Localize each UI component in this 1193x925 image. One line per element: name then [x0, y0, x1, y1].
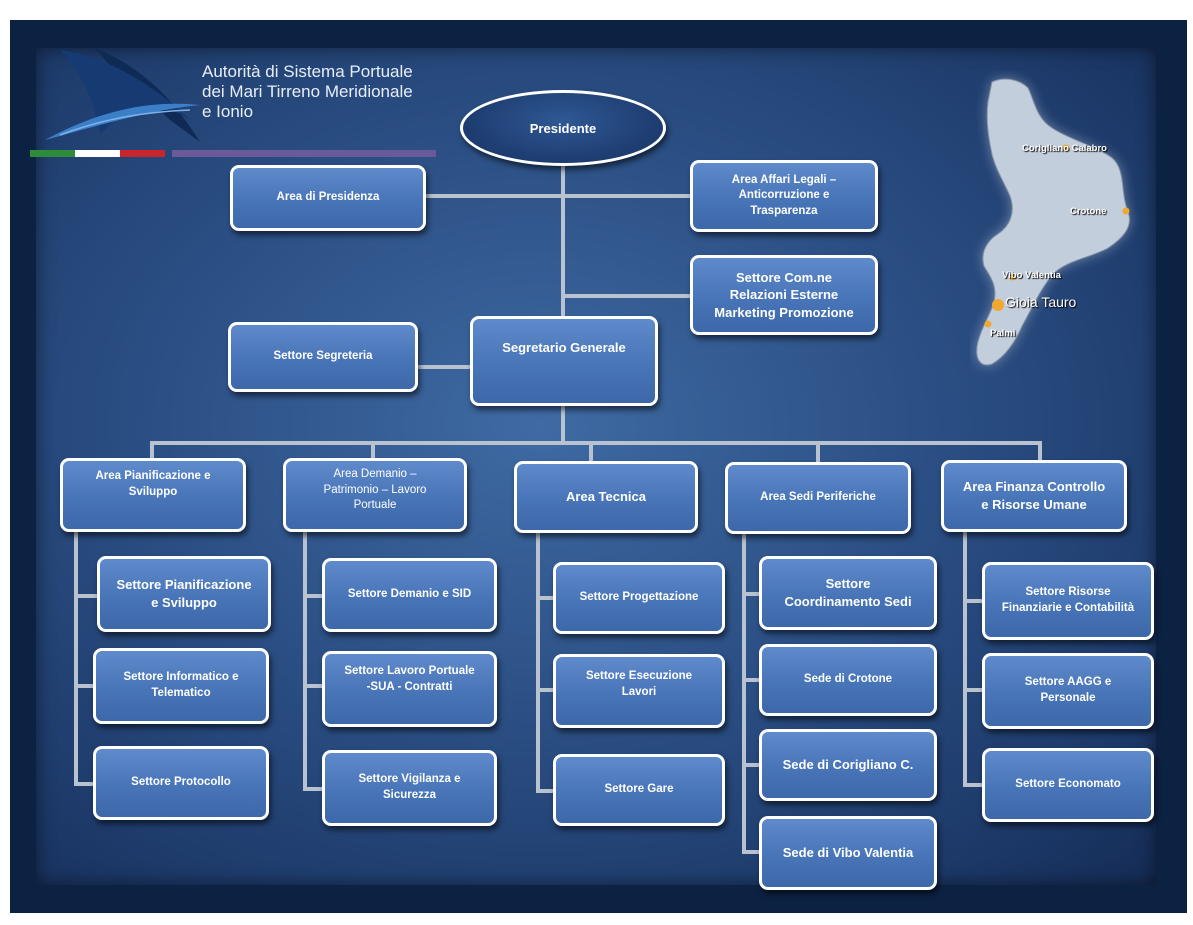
port-label-palmi: Palmi	[990, 328, 1016, 339]
node-area-pianificazione-line-2: Sviluppo	[128, 485, 178, 498]
port-marker-palmi	[984, 320, 992, 328]
port-marker-vibo	[1009, 273, 1017, 281]
node-sede-corigliano: Sede di Corigliano C.	[759, 729, 937, 801]
node-settore-pianificazione: Settore Pianificazione e Sviluppo	[97, 556, 271, 632]
port-marker-gioia-tauro	[992, 299, 1004, 311]
organization-name-line-1: Autorità di Sistema Portuale	[202, 62, 413, 81]
node-sede-corigliano-label: Sede di Corigliano C.	[782, 757, 914, 773]
node-area-pianificazione: Area Pianificazione e Sviluppo	[60, 458, 246, 532]
flag-stripe-red	[120, 150, 165, 157]
node-settore-demanio: Settore Demanio e SID	[322, 558, 497, 632]
node-area-demanio-line-2: Patrimonio – Lavoro	[323, 483, 427, 496]
node-settore-esecuzione-lavori-line-1: Settore Esecuzione	[585, 670, 693, 682]
organization-name-line-3: e Ionio	[202, 102, 254, 121]
node-area-demanio-line-3: Portuale	[353, 499, 397, 512]
node-settore-vigilanza-line-1: Settore Vigilanza e	[358, 773, 461, 786]
node-area-affari-legali-line-3: Trasparenza	[750, 204, 818, 217]
node-settore-segreteria: Settore Segreteria	[228, 322, 418, 392]
node-settore-esecuzione-lavori: Settore Esecuzione Lavori	[553, 654, 725, 728]
node-settore-gare: Settore Gare	[553, 754, 725, 826]
flag-stripe-white	[75, 150, 120, 157]
node-settore-comunicazione-line-1: Settore Com.ne	[735, 269, 833, 285]
node-settore-aagg-line-2: Personale	[1040, 692, 1096, 704]
node-area-pianificazione-line-1: Area Pianificazione e	[95, 470, 211, 482]
port-label-crotone: Crotone	[1070, 206, 1107, 217]
node-segretario-generale: Segretario Generale	[470, 316, 658, 406]
port-marker-corigliano	[1062, 144, 1070, 152]
node-settore-progettazione: Settore Progettazione	[553, 562, 725, 634]
node-settore-pianificazione-line-2: e Sviluppo	[151, 595, 217, 610]
sail-logo-icon	[45, 48, 200, 142]
node-settore-aagg: Settore AAGG e Personale	[982, 653, 1154, 729]
node-settore-vigilanza-line-2: Sicurezza	[382, 789, 437, 801]
node-settore-risorse-finanziarie-line-1: Settore Risorse	[1025, 586, 1111, 599]
node-settore-aagg-line-1: Settore AAGG e	[1024, 676, 1112, 689]
node-area-sedi-periferiche-label: Area Sedi Periferiche	[760, 491, 876, 504]
node-sede-vibo-valentia-label: Sede di Vibo Valentia	[782, 845, 914, 861]
node-area-affari-legali-line-2: Anticorruzione e	[738, 189, 830, 202]
node-settore-comunicazione-line-2: Relazioni Esterne	[729, 287, 839, 303]
node-presidente: Presidente	[460, 90, 666, 166]
node-settore-informatico-line-2: Telematico	[151, 687, 211, 699]
node-sede-crotone-label: Sede di Crotone	[803, 673, 893, 686]
calabria-map	[976, 78, 1130, 366]
node-settore-lavoro-portuale-line-1: Settore Lavoro Portuale	[344, 665, 475, 677]
node-presidente-label: Presidente	[529, 120, 597, 136]
node-settore-protocollo-label: Settore Protocollo	[131, 776, 231, 789]
calabria-region-shape	[976, 78, 1130, 366]
node-settore-economato: Settore Economato	[982, 748, 1154, 822]
node-settore-lavoro-portuale: Settore Lavoro Portuale -SUA - Contratti	[322, 651, 497, 727]
node-segretario-generale-label: Segretario Generale	[502, 340, 626, 355]
node-settore-risorse-finanziarie: Settore Risorse Finanziarie e Contabilit…	[982, 562, 1154, 640]
accent-bar	[172, 150, 436, 157]
node-settore-esecuzione-lavori-line-2: Lavori	[621, 685, 657, 698]
node-area-affari-legali: Area Affari Legali – Anticorruzione e Tr…	[690, 160, 878, 232]
node-settore-protocollo: Settore Protocollo	[93, 746, 269, 820]
node-area-demanio-line-1: Area Demanio –	[333, 468, 417, 480]
node-area-tecnica: Area Tecnica	[514, 461, 698, 533]
node-settore-informatico: Settore Informatico e Telematico	[93, 648, 269, 724]
node-sede-vibo-valentia: Sede di Vibo Valentia	[759, 816, 937, 890]
port-marker-crotone	[1122, 207, 1130, 215]
organization-name: Autorità di Sistema Portuale dei Mari Ti…	[202, 62, 413, 122]
node-area-finanza-line-1: Area Finanza Controllo	[962, 479, 1106, 495]
node-settore-comunicazione-line-3: Marketing Promozione	[714, 304, 854, 320]
node-settore-coordinamento-sedi: Settore Coordinamento Sedi	[759, 556, 937, 630]
node-settore-coordinamento-sedi-line-2: Coordinamento Sedi	[784, 594, 912, 609]
node-settore-demanio-label: Settore Demanio e SID	[347, 588, 472, 601]
node-area-presidenza-label: Area di Presidenza	[276, 191, 380, 204]
node-settore-pianificazione-line-1: Settore Pianificazione	[116, 577, 252, 593]
node-settore-coordinamento-sedi-line-1: Settore	[825, 576, 871, 592]
node-settore-comunicazione: Settore Com.ne Relazioni Esterne Marketi…	[690, 255, 878, 335]
port-label-gioia-tauro: Gioia Tauro	[1005, 294, 1077, 310]
port-label-corigliano: Corigliano Calabro	[1022, 143, 1107, 154]
node-settore-gare-label: Settore Gare	[604, 783, 674, 796]
node-area-presidenza: Area di Presidenza	[230, 165, 426, 231]
node-settore-progettazione-label: Settore Progettazione	[579, 591, 699, 604]
node-sede-crotone: Sede di Crotone	[759, 644, 937, 716]
node-area-finanza: Area Finanza Controllo e Risorse Umane	[941, 460, 1127, 532]
node-settore-segreteria-label: Settore Segreteria	[273, 350, 373, 363]
flag-stripe-green	[30, 150, 75, 157]
node-settore-vigilanza: Settore Vigilanza e Sicurezza	[322, 750, 497, 826]
port-label-vibo: Vibo Valentia	[1002, 270, 1061, 281]
node-settore-economato-label: Settore Economato	[1015, 778, 1121, 791]
node-area-finanza-line-2: e Risorse Umane	[981, 497, 1087, 512]
node-settore-lavoro-portuale-line-2: -SUA - Contratti	[366, 680, 453, 693]
node-area-demanio: Area Demanio – Patrimonio – Lavoro Portu…	[283, 458, 467, 532]
node-settore-risorse-finanziarie-line-2: Finanziarie e Contabilità	[1001, 602, 1135, 614]
node-area-tecnica-label: Area Tecnica	[566, 489, 646, 505]
node-area-sedi-periferiche: Area Sedi Periferiche	[725, 462, 911, 534]
node-area-affari-legali-line-1: Area Affari Legali –	[731, 173, 837, 186]
organization-name-line-2: dei Mari Tirreno Meridionale	[202, 82, 413, 101]
node-settore-informatico-line-1: Settore Informatico e	[123, 671, 239, 684]
